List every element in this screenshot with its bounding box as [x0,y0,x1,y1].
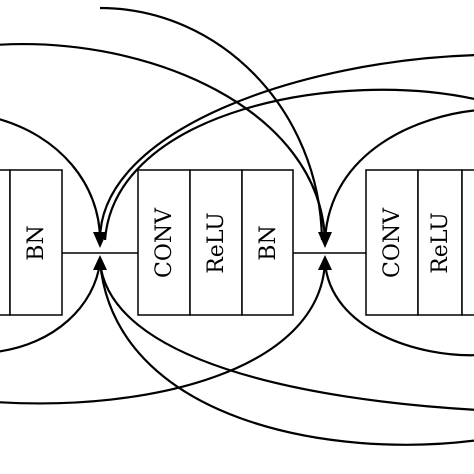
block-bn-1 [9,169,63,316]
skip-arc-top-2 [99,6,324,241]
block-relu-1-label: ReLU [204,212,229,274]
block-conv-1 [137,169,191,316]
block-bn-1-label: BN [24,225,49,260]
skip-arc-lower-right-1 [98,261,474,411]
skip-arc-lower-right-2 [98,261,474,446]
arrowhead-down-1 [93,232,107,248]
skip-arc-lower-left-1 [0,261,102,353]
block-relu-2 [417,169,463,316]
skip-arc-upper-right-2 [103,88,474,241]
block-partial-left [0,169,11,316]
block-conv-1-label: CONV [152,207,177,278]
block-relu-1 [189,169,243,316]
skip-arc-top-1 [0,43,327,241]
skip-arc-upper-left-1 [0,118,102,241]
block-conv-2-label: CONV [380,207,405,278]
skip-arc-upper-right-3 [323,109,474,241]
skip-arc-lower-right-3 [323,261,474,357]
skip-arc-upper-right-1 [98,54,474,241]
arrowhead-up-1 [93,255,107,270]
block-partial-right [461,169,474,316]
block-bn-2 [241,169,294,316]
skip-arc-bottom-1 [0,261,327,405]
arrowhead-down-2 [318,232,332,248]
arrowhead-up-2 [318,255,332,270]
block-bn-2-label: BN [256,225,281,260]
block-relu-2-label: ReLU [428,212,453,274]
